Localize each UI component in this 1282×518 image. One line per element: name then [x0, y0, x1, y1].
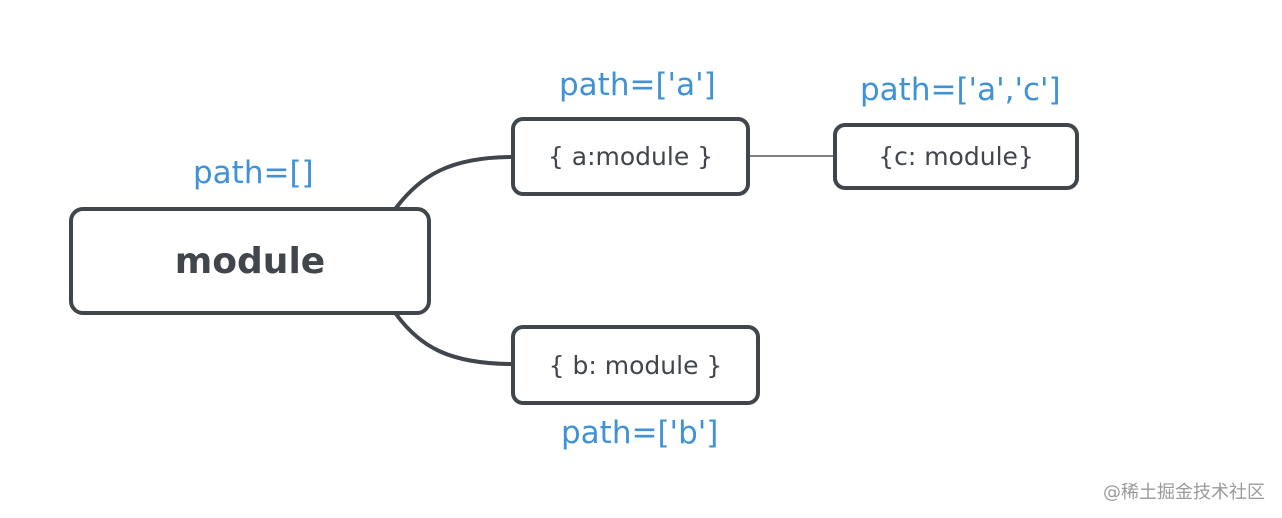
child-a-label: { a:module } [547, 142, 714, 171]
connector-root-to-a [394, 155, 515, 210]
root-path-label: path=[] [193, 155, 314, 191]
child-a-node: { a:module } [511, 117, 750, 196]
child-c-label: {c: module} [878, 142, 1034, 171]
root-module-label: module [174, 240, 326, 282]
child-c-path-label: path=['a','c'] [860, 72, 1061, 108]
child-c-node: {c: module} [833, 123, 1079, 190]
connector-root-to-b [394, 312, 515, 366]
child-b-path-label: path=['b'] [561, 415, 719, 451]
child-a-path-label: path=['a'] [559, 67, 716, 103]
child-b-node: { b: module } [511, 325, 760, 405]
watermark-text: @稀土掘金技术社区 [1103, 482, 1265, 503]
root-module-node: module [69, 207, 431, 315]
child-b-label: { b: module } [548, 350, 723, 380]
